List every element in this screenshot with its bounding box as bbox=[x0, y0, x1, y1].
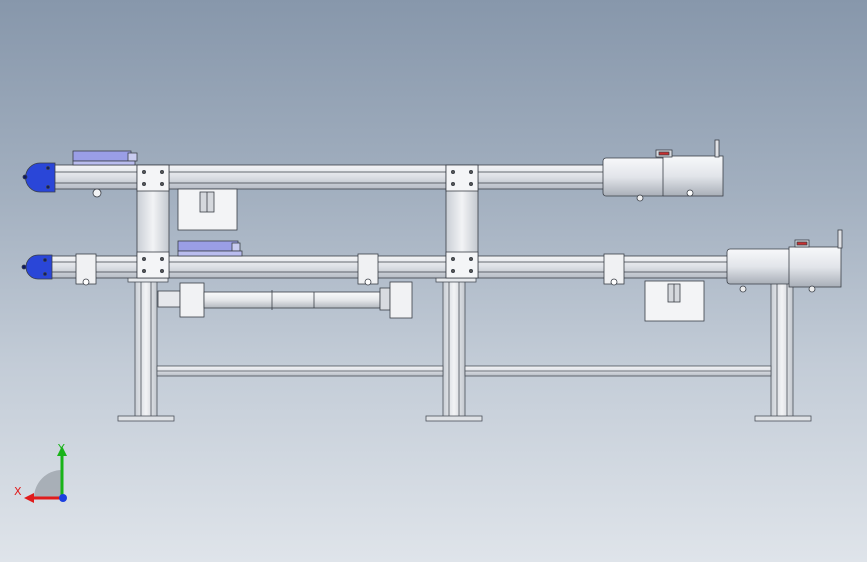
lower-pneumatic-cylinder bbox=[177, 240, 243, 257]
coordinate-triad: Y X bbox=[14, 442, 67, 503]
upper-conveyor[interactable] bbox=[22, 139, 724, 231]
upper-drive-motor bbox=[602, 139, 724, 202]
triad-plane-indicator bbox=[34, 470, 62, 498]
horizontal-air-cylinder[interactable] bbox=[157, 281, 413, 319]
lower-guide-block bbox=[644, 280, 705, 322]
upper-end-cap bbox=[25, 162, 56, 193]
cross-beam[interactable] bbox=[156, 365, 772, 377]
lower-clamp-brackets bbox=[75, 253, 625, 286]
upper-guide-block bbox=[177, 188, 238, 231]
support-legs bbox=[117, 273, 812, 422]
z-axis-dot bbox=[59, 494, 67, 502]
y-axis-label: Y bbox=[57, 442, 65, 455]
upper-pneumatic-cylinder bbox=[72, 150, 138, 166]
lower-drive-motor bbox=[726, 229, 843, 293]
x-axis-label: X bbox=[14, 485, 22, 498]
lower-conveyor[interactable] bbox=[21, 229, 843, 322]
support-leg-middle[interactable] bbox=[425, 273, 483, 422]
lower-end-cap bbox=[25, 254, 53, 280]
vertical-posts[interactable] bbox=[136, 164, 479, 279]
support-leg-right[interactable] bbox=[754, 279, 812, 422]
